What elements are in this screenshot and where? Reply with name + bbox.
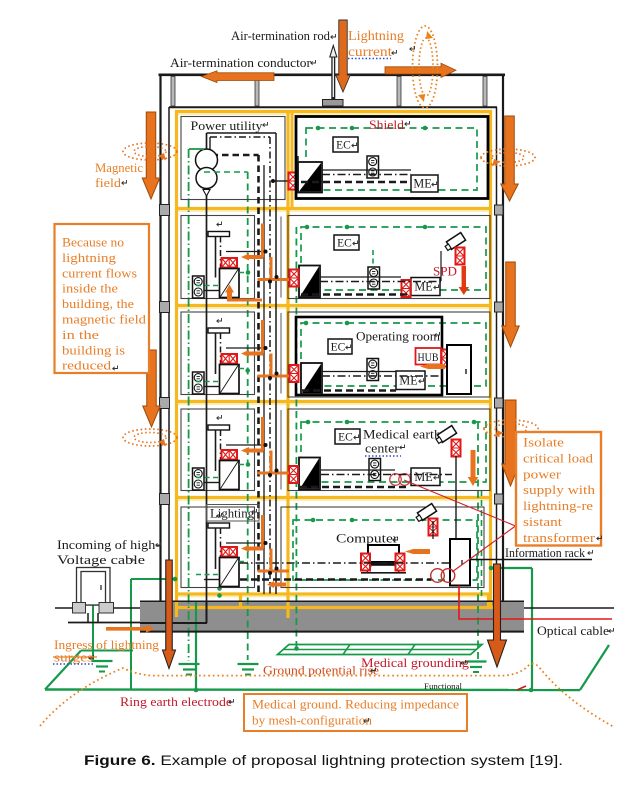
svg-text:Voltage cable: Voltage cable — [57, 553, 146, 567]
svg-text:EC: EC — [337, 238, 352, 250]
svg-text:reduced.: reduced. — [62, 359, 115, 373]
svg-text:EC: EC — [331, 342, 346, 354]
svg-text:Lightning: Lightning — [348, 28, 404, 43]
svg-text:power: power — [523, 467, 562, 481]
svg-text:sistant: sistant — [523, 515, 563, 529]
svg-text:Medical grounding: Medical grounding — [361, 655, 470, 670]
svg-text:in the: in the — [62, 328, 100, 342]
svg-text:Lighting: Lighting — [210, 507, 255, 521]
svg-text:EC: EC — [338, 432, 353, 444]
svg-text:critical load: critical load — [523, 451, 594, 465]
svg-text:ME: ME — [414, 280, 432, 294]
svg-text:Power utility: Power utility — [191, 119, 264, 133]
svg-text:Magnetic: Magnetic — [95, 160, 143, 175]
svg-text:Information rack: Information rack — [505, 546, 586, 560]
svg-text:ME: ME — [399, 373, 417, 387]
svg-text:Ingress of lightning: Ingress of lightning — [54, 638, 160, 652]
svg-text:Air-termination conductor: Air-termination conductor — [170, 56, 312, 70]
svg-text:Optical cable: Optical cable — [537, 624, 609, 638]
svg-text:Medical ground. Reducing imped: Medical ground. Reducing impedance — [252, 698, 459, 712]
svg-text:Ring earth electrode: Ring earth electrode — [120, 694, 232, 709]
svg-text:center: center — [365, 442, 400, 456]
svg-text:inside the: inside the — [62, 282, 118, 296]
svg-text:current flows: current flows — [62, 266, 137, 280]
svg-text:Figure 6. Example of proposal: Figure 6. Example of proposal lightning … — [84, 752, 563, 768]
svg-text:ME: ME — [413, 177, 431, 191]
svg-text:Air-termination rod: Air-termination rod — [231, 29, 331, 43]
svg-text:field: field — [95, 175, 122, 190]
svg-text:ME: ME — [414, 470, 432, 484]
svg-text:building, the: building, the — [62, 297, 134, 311]
svg-text:Ground potential rise: Ground potential rise — [263, 664, 379, 678]
svg-text:building is: building is — [62, 343, 125, 357]
svg-text:supply with: supply with — [523, 483, 596, 497]
svg-text:HUB: HUB — [418, 350, 439, 364]
svg-text:current: current — [348, 44, 392, 59]
svg-text:Shield: Shield — [369, 118, 405, 132]
svg-text:magnetic field: magnetic field — [62, 313, 147, 327]
svg-text:SPD: SPD — [433, 265, 457, 279]
svg-text:EC: EC — [336, 140, 351, 152]
svg-text:Operating room: Operating room — [356, 330, 440, 344]
svg-text:Medical earth: Medical earth — [363, 428, 442, 442]
svg-text:Computer: Computer — [336, 532, 399, 546]
svg-text:Incoming of high-: Incoming of high- — [57, 538, 160, 552]
svg-text:Functional: Functional — [424, 681, 463, 691]
svg-text:lightning-re: lightning-re — [523, 499, 593, 513]
svg-text:lightning: lightning — [62, 251, 117, 265]
svg-text:by mesh-configuration: by mesh-configuration — [252, 714, 373, 728]
svg-text:Isolate: Isolate — [523, 436, 564, 450]
svg-text:transformer: transformer — [523, 531, 596, 545]
svg-text:Because no: Because no — [62, 236, 124, 250]
